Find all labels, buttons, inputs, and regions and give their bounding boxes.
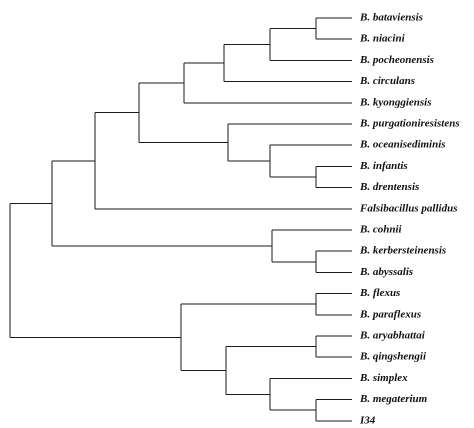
- leaf-label-kyonggiensis: B. kyonggiensis: [359, 96, 432, 108]
- leaf-label-aryabhattai: B. aryabhattai: [359, 330, 426, 342]
- leaf-label-circulans: B. circulans: [359, 75, 415, 87]
- leaf-label-paraflexus: B. paraflexus: [359, 308, 421, 320]
- leaf-label-flexus: B. flexus: [359, 287, 400, 299]
- leaf-label-kerbersteinensis: B. kerbersteinensis: [359, 245, 446, 257]
- leaf-label-abyssalis: B. abyssalis: [359, 266, 413, 278]
- leaf-labels: B. bataviensis B. niacini B. pocheonensisB…: [359, 12, 460, 427]
- leaf-label-pocheonensis: B. pocheonensis: [359, 54, 434, 66]
- leaf-label-simplex: B. simplex: [359, 372, 408, 384]
- tree-branches: [9, 17, 352, 422]
- leaf-label-infantis: B. infantis: [359, 160, 408, 172]
- leaf-label-niacini: B. niacini: [359, 33, 406, 45]
- leaf-label-oceanisediminis: B. oceanisediminis: [359, 139, 446, 151]
- leaf-label-i34: I34: [359, 414, 376, 426]
- leaf-label-megaterium: B. megaterium: [359, 393, 428, 405]
- leaf-label-cohnii: B. cohnii: [359, 224, 403, 236]
- leaf-label-purgationiresistens: B. purgationiresistens: [359, 118, 460, 130]
- leaf-label-qingshengii: B. qingshengii: [359, 351, 427, 363]
- leaf-label-bataviensis: B. bataviensis: [359, 12, 423, 24]
- leaf-label-falsibacillus-pallidus: Falsibacillus pallidus: [359, 202, 458, 214]
- leaf-label-drentensis: B. drentensis: [359, 181, 419, 193]
